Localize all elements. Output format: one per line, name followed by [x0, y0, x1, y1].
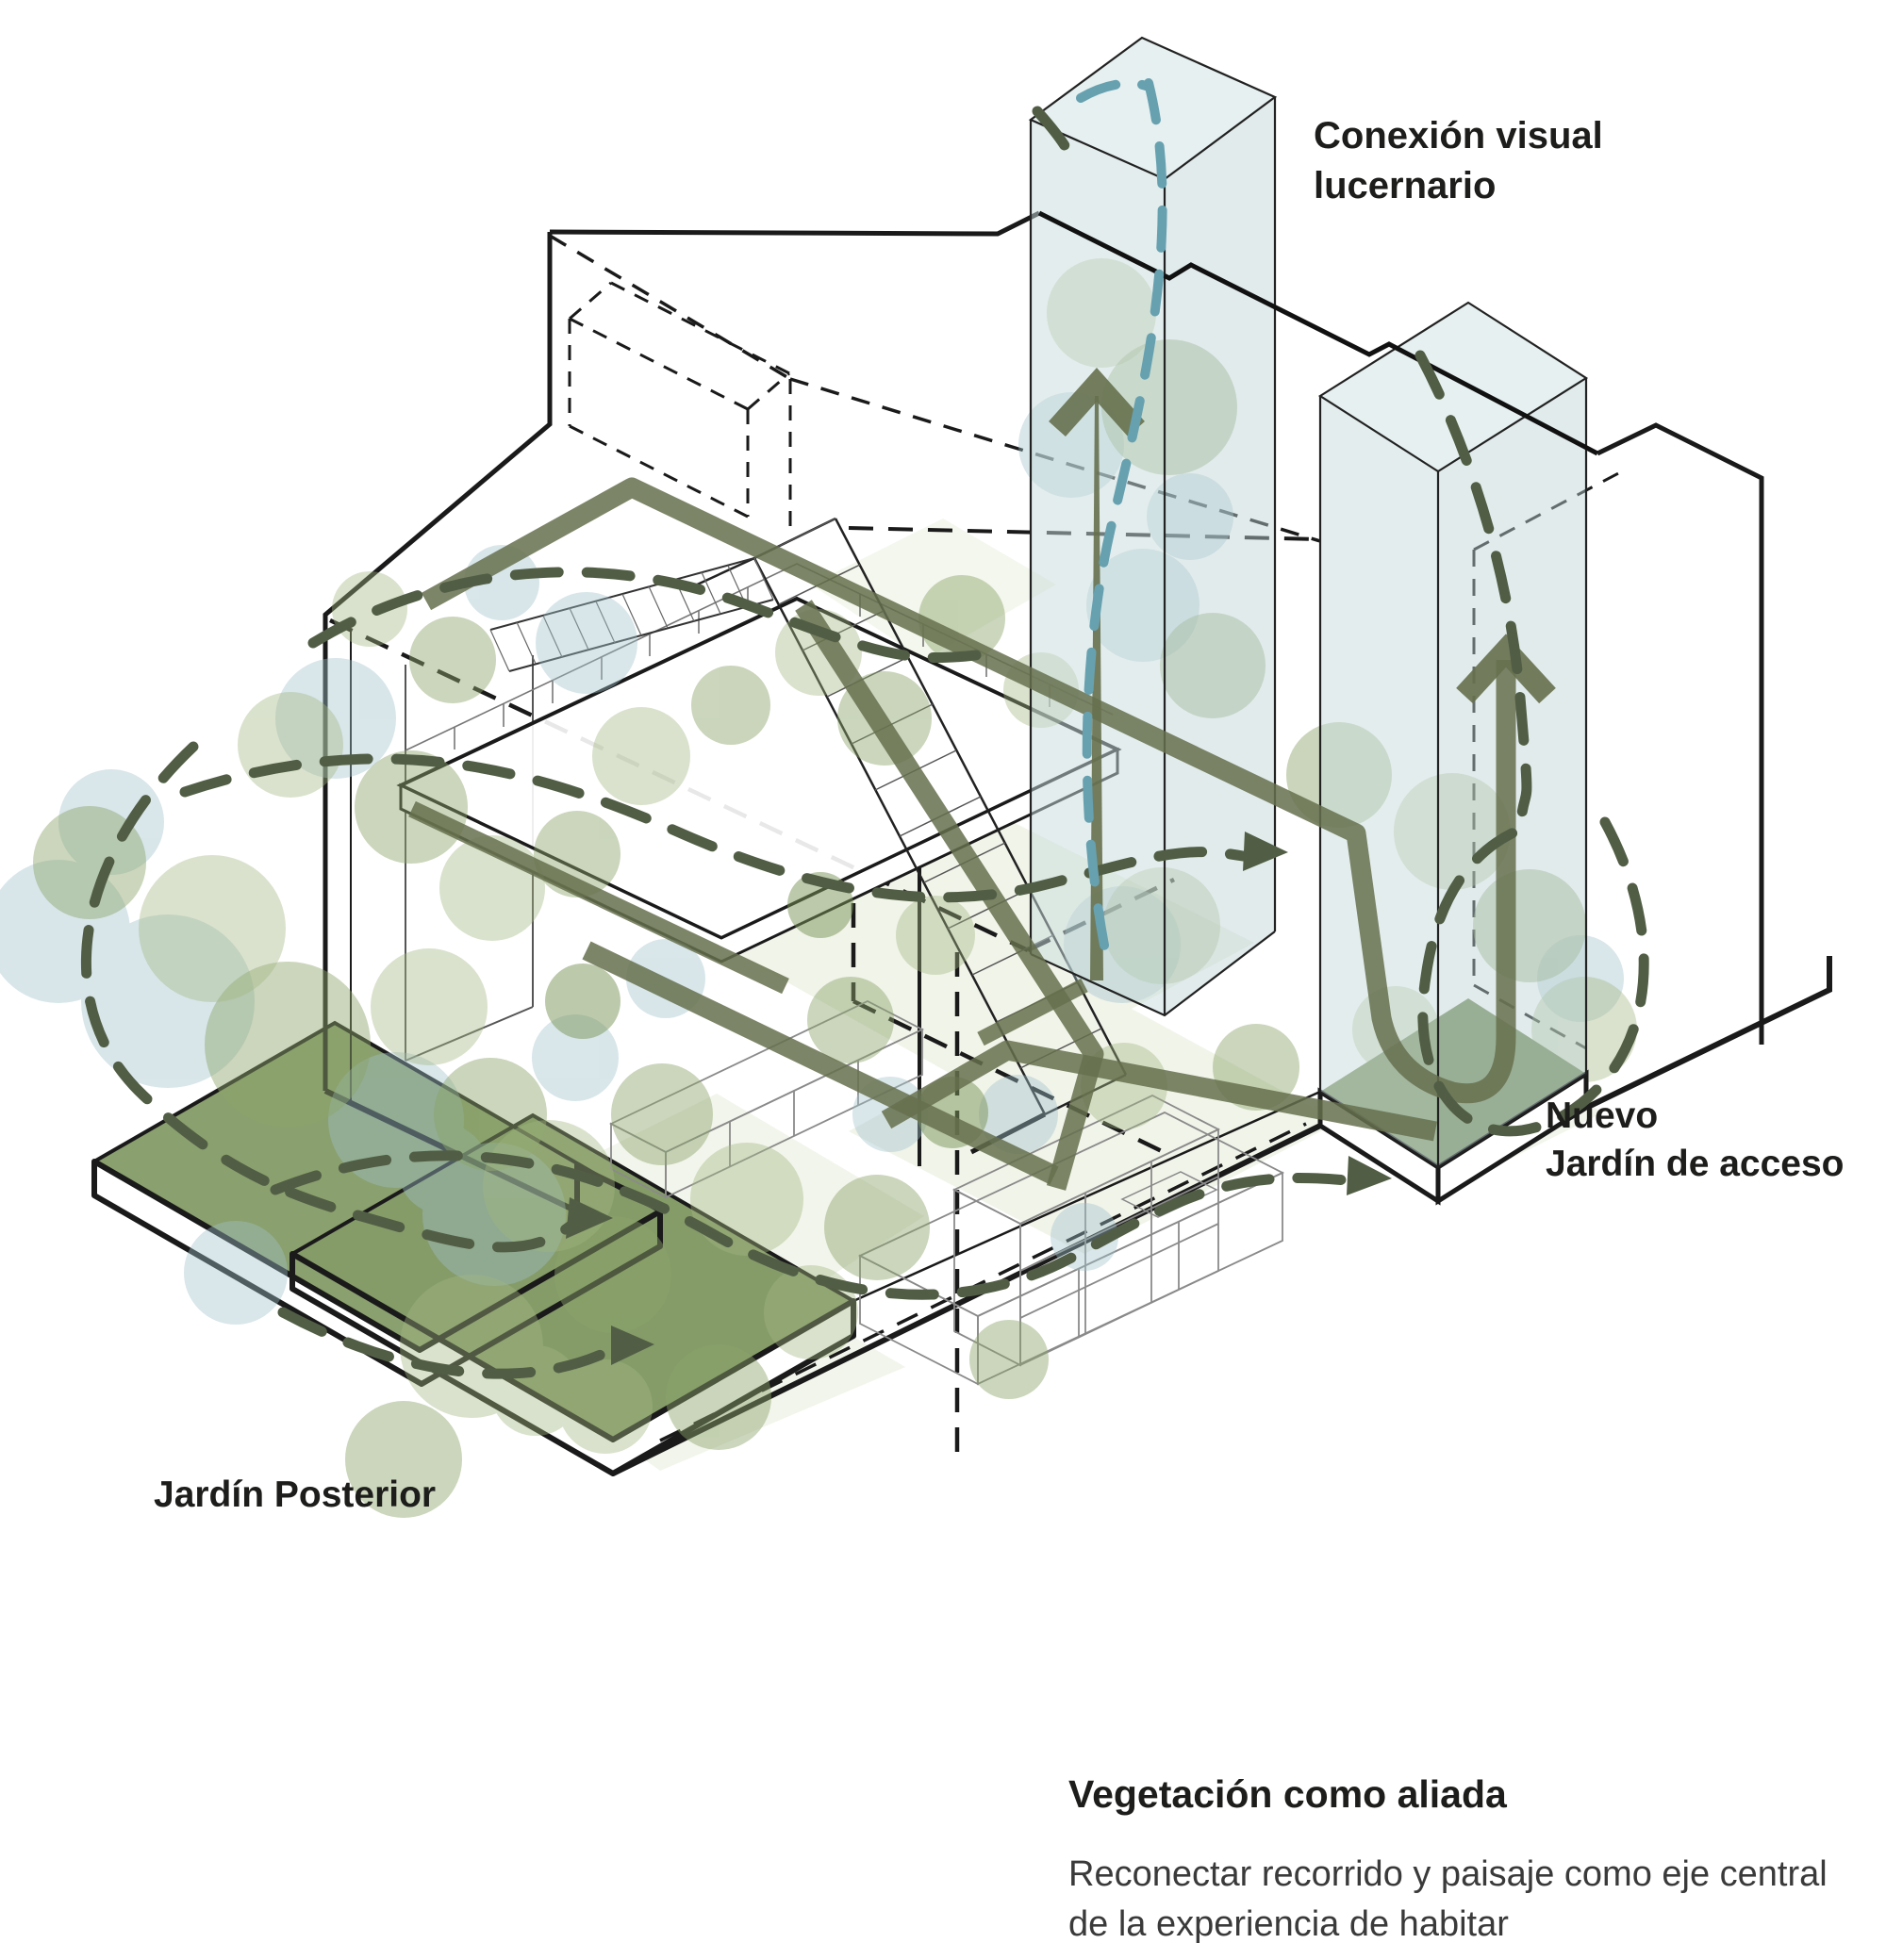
caption-body: Reconectar recorrido y paisaje como eje …	[1068, 1854, 1828, 1945]
route-arrow-icon	[566, 832, 1392, 1365]
vegetation-blue	[0, 392, 1624, 1325]
house-linework	[323, 210, 1764, 1457]
access-garden-annotation: Nuevo Jardín de acceso	[1546, 1095, 1845, 1185]
up-arrow-icon	[1049, 367, 1145, 980]
skylight-view-path	[1076, 78, 1167, 955]
skylight-annotation: Conexión visual lucernario	[1314, 115, 1603, 206]
vegetation-paths	[80, 106, 1649, 1379]
open-shelf-unit	[951, 1094, 1221, 1367]
circulation-route	[408, 477, 1516, 1191]
skylight-shaft-1	[1028, 36, 1278, 1017]
roof-opening-dashed	[568, 281, 790, 519]
furniture	[608, 999, 1285, 1386]
rear-garden-ground	[91, 1020, 856, 1476]
up-arrow-icon	[1456, 634, 1556, 704]
caption-title: Vegetación como aliada	[1068, 1772, 1507, 1816]
neighbor-volume	[1472, 422, 1764, 1050]
rear-garden-annotation: Jardín Posterior	[154, 1474, 437, 1515]
